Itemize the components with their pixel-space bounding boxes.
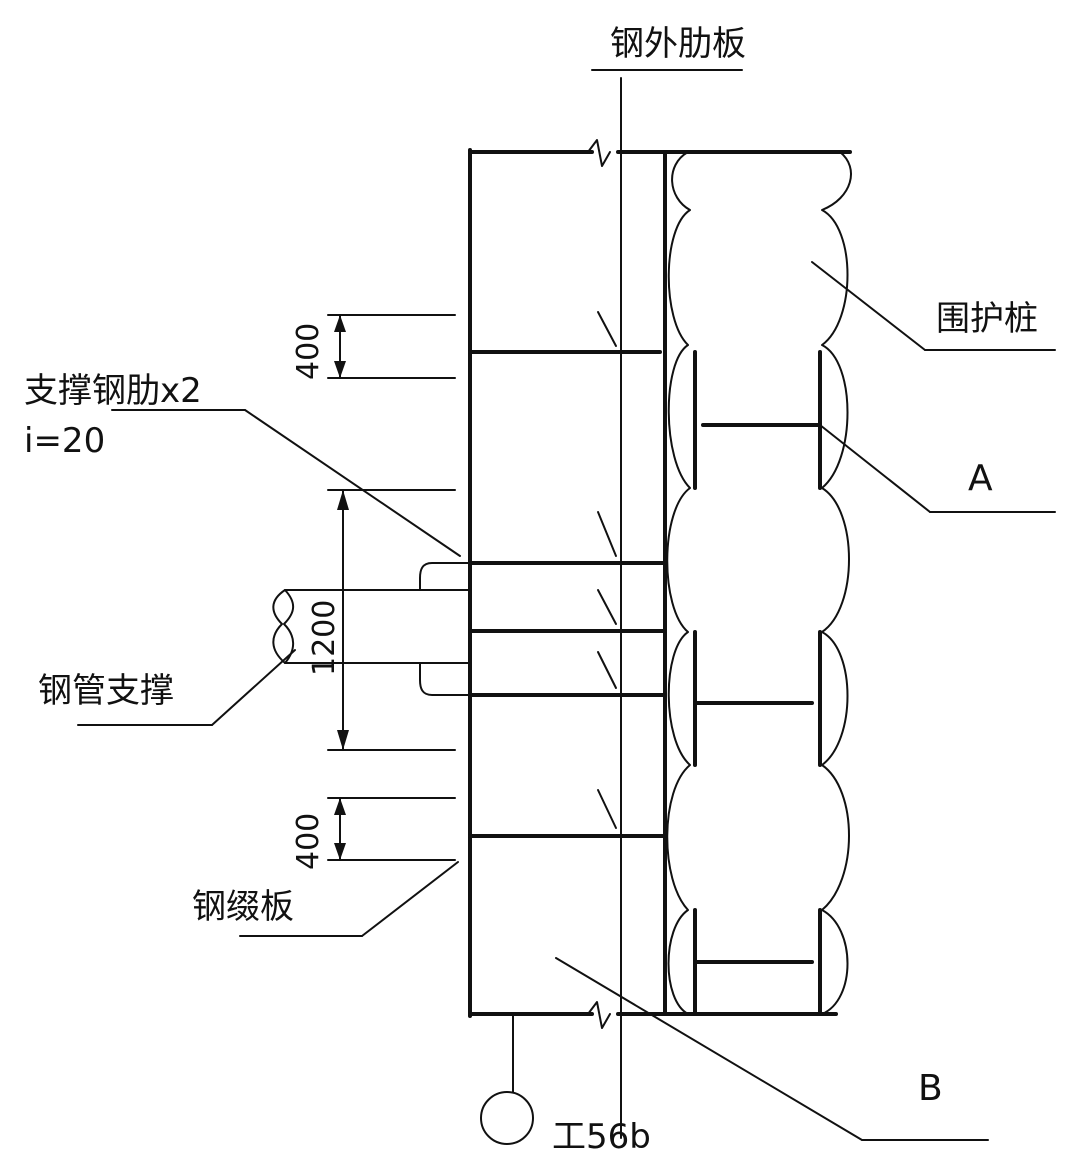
weld-ticks <box>597 311 617 829</box>
frame <box>468 148 852 1018</box>
dimension-lines <box>327 314 456 861</box>
dimension-arrows <box>334 315 349 860</box>
pile-ties <box>693 423 822 964</box>
label-detail-a: A <box>968 458 993 499</box>
break-marks <box>587 139 611 1029</box>
label-support-rib: 支撑钢肋x2 <box>24 371 202 411</box>
label-detail-b: B <box>918 1068 943 1109</box>
label-steel-pipe: 钢管支撑 <box>38 671 174 711</box>
label-guard-pile: 围护桩 <box>936 299 1038 339</box>
label-rib-outer: 钢外肋板 <box>610 24 746 64</box>
beam-marker-circle <box>480 1091 534 1145</box>
dimension-upper: 400 <box>291 323 326 380</box>
stiffeners <box>468 350 667 838</box>
dimension-middle: 1200 <box>307 600 342 676</box>
label-beam-section: 工56b <box>552 1117 651 1157</box>
leader-lines <box>77 69 1056 1141</box>
label-spacing: i=20 <box>24 421 105 461</box>
label-stiffener-plate: 钢缀板 <box>192 887 294 927</box>
steel-pipe-strut <box>272 562 471 696</box>
dimension-lower: 400 <box>291 813 326 870</box>
guard-piles <box>666 151 852 1016</box>
